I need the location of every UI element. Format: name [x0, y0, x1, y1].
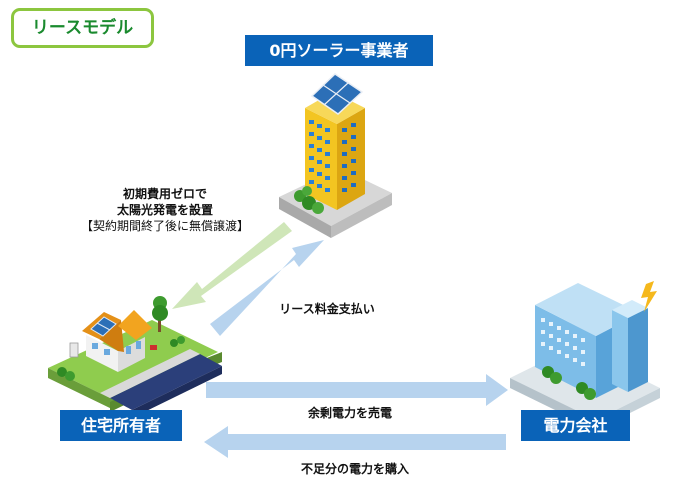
- homeowner-label: 住宅所有者: [60, 410, 182, 441]
- sell-surplus-label: 余剰電力を売電: [307, 406, 392, 420]
- install-label-line1: 初期費用ゼロで: [122, 187, 207, 201]
- buy-shortfall-label: 不足分の電力を購入: [300, 462, 409, 476]
- lease-payment-label: リース料金支払い: [279, 302, 375, 316]
- sell-surplus-arrow: [206, 374, 508, 406]
- install-label-line3: 【契約期間終了後に無償譲渡】: [80, 219, 249, 233]
- power-company-label: 電力会社: [521, 410, 630, 441]
- install-label-line2: 太陽光発電を設置: [116, 203, 213, 217]
- model-title-badge: リースモデル: [11, 8, 154, 48]
- buy-shortfall-arrow: [204, 426, 506, 458]
- house-illustration: [48, 296, 222, 418]
- skyscraper-illustration: [279, 73, 392, 238]
- lease-payment-arrow: [210, 240, 324, 336]
- power-company-illustration: [510, 281, 660, 430]
- install-arrow: [172, 222, 292, 309]
- solar-company-label: 0円ソーラー事業者: [245, 35, 433, 66]
